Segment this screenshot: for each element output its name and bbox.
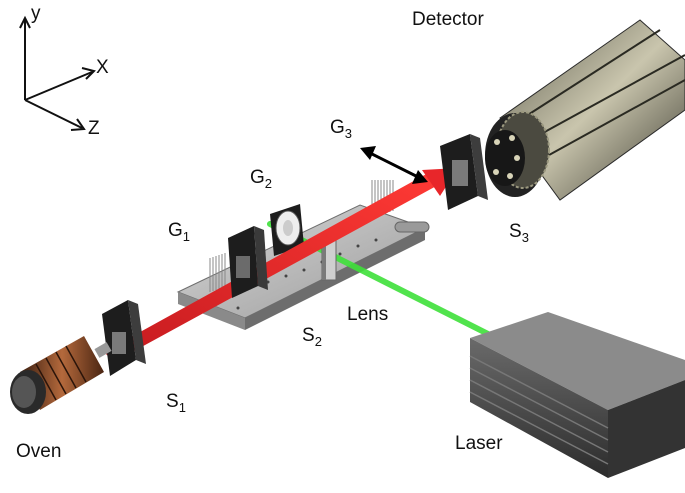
axis-label-y: y bbox=[31, 3, 41, 24]
detector bbox=[485, 19, 685, 201]
axis-label-z: Z bbox=[88, 118, 100, 139]
lens-label: Lens bbox=[347, 304, 389, 325]
oven-label: Oven bbox=[16, 441, 62, 462]
coordinate-axes bbox=[19, 15, 96, 131]
atom-beam bbox=[104, 172, 440, 362]
s2-label: S2 bbox=[302, 325, 322, 349]
g3-translation-arrow bbox=[360, 146, 428, 184]
laser-housing bbox=[469, 312, 685, 478]
g1-label: G1 bbox=[168, 220, 191, 244]
grating-g2 bbox=[270, 204, 304, 256]
s3-label: S3 bbox=[509, 221, 529, 245]
s1-label: S1 bbox=[166, 391, 186, 415]
grating-rail-left bbox=[209, 253, 226, 292]
lens-holder bbox=[321, 239, 337, 281]
oven bbox=[10, 336, 112, 414]
slit-s3 bbox=[440, 134, 488, 210]
slit-s1 bbox=[102, 300, 146, 376]
laser-label: Laser bbox=[455, 433, 503, 454]
g2-label: G2 bbox=[250, 167, 273, 191]
g3-label: G3 bbox=[330, 117, 353, 141]
grating-g1 bbox=[228, 226, 268, 298]
detector-label: Detector bbox=[412, 9, 484, 30]
axis-label-x: X bbox=[96, 57, 109, 78]
